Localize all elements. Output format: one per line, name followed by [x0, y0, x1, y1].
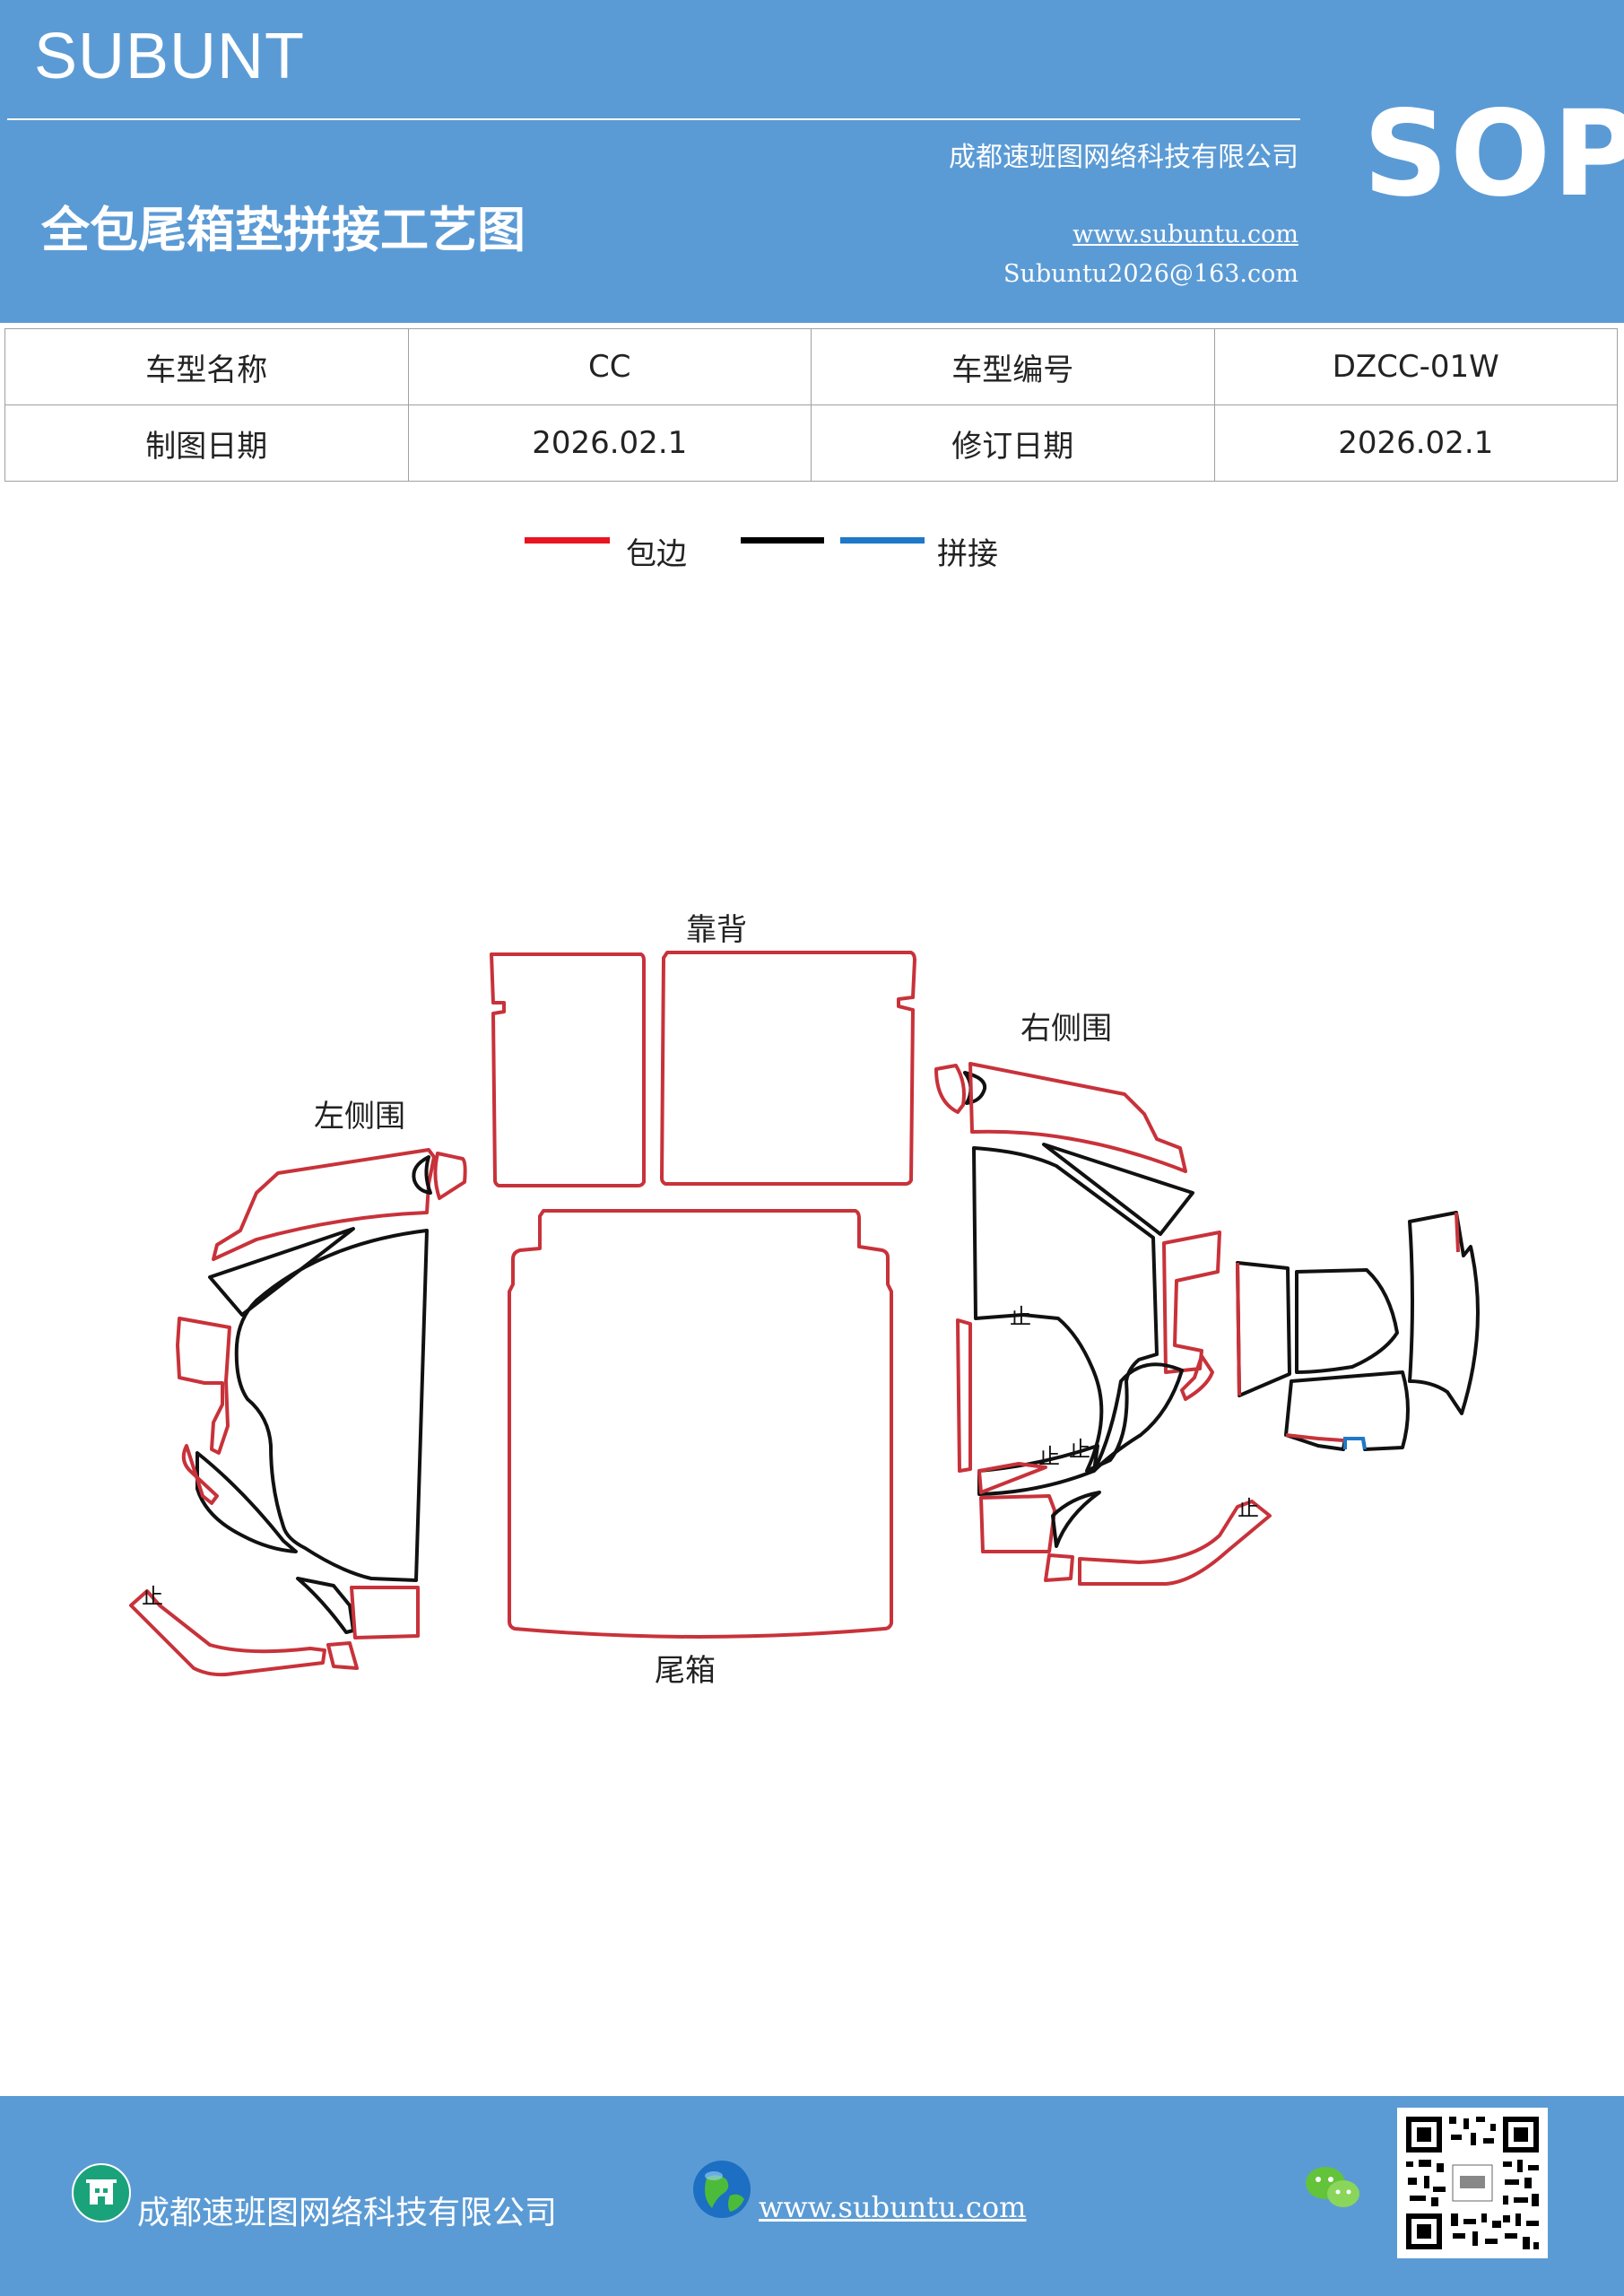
left-stop-mark: 止 — [142, 1584, 163, 1609]
info-table: 车型名称 CC 车型编号 DZCC-01W 制图日期 2026.02.1 修订日… — [4, 328, 1618, 482]
left-wedge-piece — [208, 1227, 355, 1317]
left-bottom-small — [326, 1641, 359, 1670]
right-side-tab — [1162, 1231, 1221, 1374]
left-small-tab — [433, 1152, 467, 1200]
floor-cluster-center — [1295, 1268, 1399, 1374]
model-name-value: CC — [407, 328, 812, 405]
header-divider — [7, 118, 1300, 120]
left-bottom-tab — [350, 1586, 420, 1639]
left-side-label: 左侧围 — [314, 1099, 405, 1135]
right-lower-link — [977, 1444, 1099, 1496]
floor-cluster-left — [1236, 1261, 1291, 1397]
legend-join-label: 拼接 — [937, 536, 998, 572]
right-stop-mark-4: 止 — [1238, 1496, 1259, 1521]
right-vertical-strip — [956, 1318, 972, 1473]
right-side-label: 右侧围 — [1020, 1011, 1112, 1047]
trunk-floor-panel — [508, 1209, 893, 1639]
right-lower-arc — [1092, 1362, 1184, 1473]
legend-join-line — [840, 537, 925, 544]
right-main-panel — [972, 1146, 1159, 1473]
right-bottom-strip — [1078, 1500, 1272, 1586]
left-lower-arc — [195, 1451, 298, 1553]
globe-icon — [693, 2161, 751, 2218]
backrest-left-panel — [490, 952, 646, 1187]
left-mid-tab — [176, 1317, 231, 1455]
qr-code[interactable] — [1397, 2108, 1548, 2258]
right-stop-mark-1: 止 — [1010, 1304, 1031, 1329]
header-company: 成都速班图网络科技有限公司 — [949, 142, 1298, 173]
draw-date-label: 制图日期 — [4, 404, 409, 482]
draw-date-value: 2026.02.1 — [407, 404, 812, 482]
left-corner-tab — [412, 1155, 432, 1195]
right-stop-mark-2: 止 — [1038, 1444, 1060, 1469]
left-main-panel — [234, 1229, 429, 1582]
revise-date-value: 2026.02.1 — [1213, 404, 1618, 482]
brand-name: SUBUNT — [34, 21, 306, 92]
wechat-icon[interactable] — [1302, 2161, 1365, 2215]
revise-date-label: 修订日期 — [811, 404, 1215, 482]
floor-cluster-right-notch — [1455, 1212, 1460, 1253]
table-row: 制图日期 2026.02.1 修订日期 2026.02.1 — [4, 404, 1618, 482]
right-bottom-tab — [979, 1494, 1056, 1553]
header-email[interactable]: Subuntu2026@163.com — [1003, 260, 1298, 288]
document-title: 全包尾箱垫拼接工艺图 — [41, 201, 525, 258]
header-banner — [0, 0, 1624, 323]
right-bottom-small — [1044, 1553, 1074, 1582]
legend-edge-line — [525, 537, 610, 544]
right-stop-mark-3: 止 — [1069, 1437, 1090, 1462]
footer-company: 成都速班图网络科技有限公司 — [137, 2195, 558, 2231]
legend-edge-label: 包边 — [626, 536, 687, 572]
floor-cluster-join — [1343, 1437, 1367, 1450]
footer-website-link[interactable]: www.subuntu.com — [759, 2190, 1027, 2224]
backrest-label: 靠背 — [686, 912, 747, 948]
floor-cluster-right — [1408, 1211, 1480, 1415]
floor-cluster-left-edge — [1236, 1262, 1241, 1396]
right-top-tab — [934, 1064, 966, 1114]
right-hook-piece — [1180, 1354, 1214, 1401]
trunk-label: 尾箱 — [655, 1653, 716, 1689]
left-hook-piece — [181, 1444, 219, 1505]
right-bottom-link — [1051, 1491, 1101, 1548]
legend: 包边 拼接 — [0, 529, 1624, 572]
legend-black-line — [741, 537, 824, 544]
building-icon — [72, 2163, 131, 2222]
header-website-link[interactable]: www.subuntu.com — [1073, 221, 1298, 248]
left-bottom-strip — [129, 1589, 326, 1677]
right-top-hook — [963, 1071, 987, 1105]
model-code-value: DZCC-01W — [1213, 328, 1618, 405]
table-row: 车型名称 CC 车型编号 DZCC-01W — [4, 328, 1618, 405]
left-top-strip — [212, 1148, 436, 1261]
sop-badge: SOP — [1363, 85, 1624, 223]
model-code-label: 车型编号 — [811, 328, 1215, 405]
floor-cluster-bottom-edge — [1285, 1433, 1344, 1442]
right-lower-tab — [977, 1462, 1047, 1494]
backrest-right-panel — [660, 951, 916, 1186]
right-top-strip — [968, 1062, 1187, 1173]
right-wedge-piece — [1042, 1143, 1194, 1236]
model-name-label: 车型名称 — [4, 328, 409, 405]
left-bottom-link — [296, 1577, 355, 1634]
